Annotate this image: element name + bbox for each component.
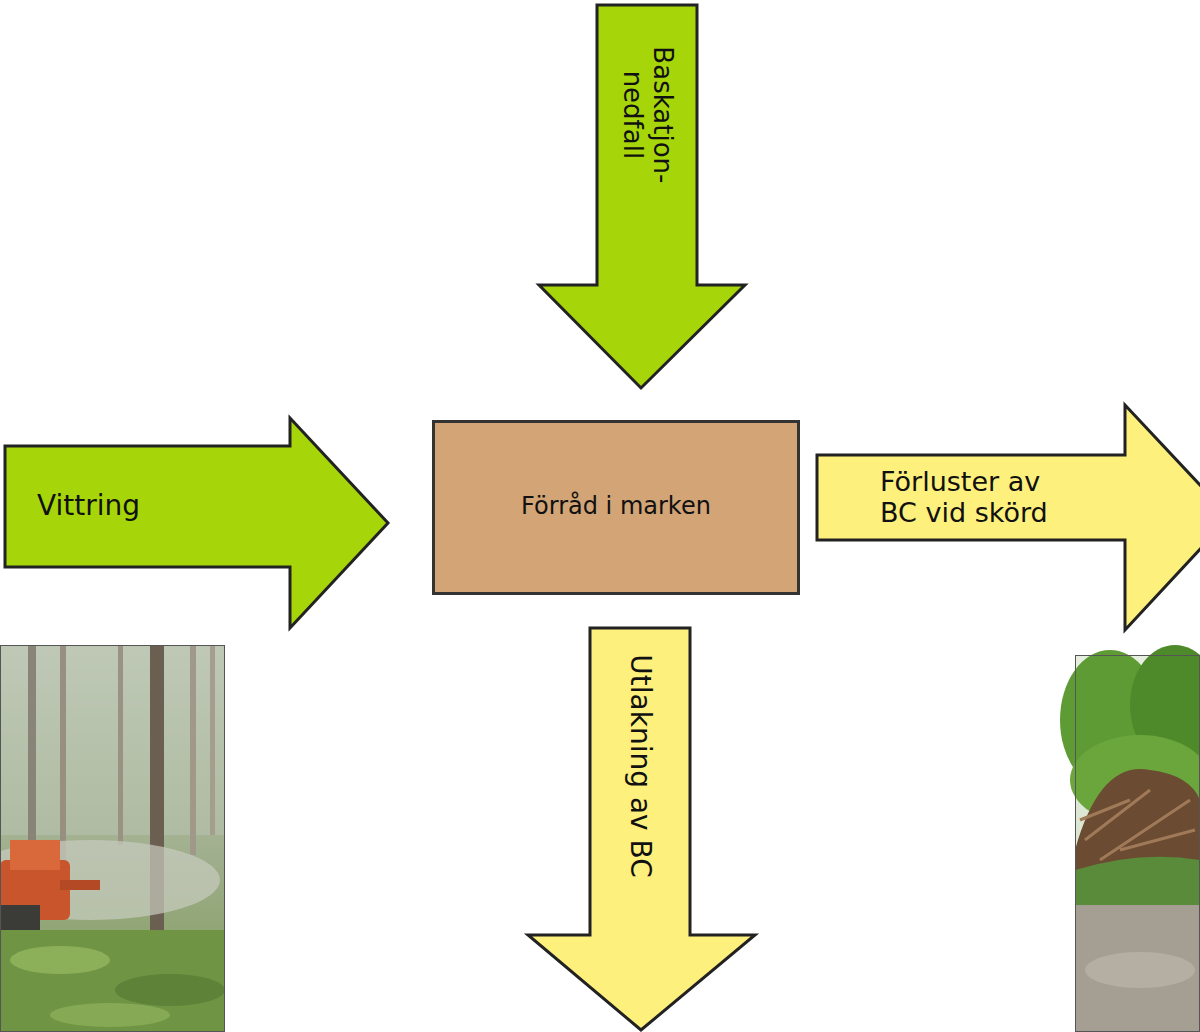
block-arrow-outline (539, 5, 745, 388)
block-arrow-outline (5, 418, 388, 628)
text-holder: Förluster av BC vid skörd (880, 466, 1065, 528)
text-holder: Utlakning av BC (624, 621, 656, 911)
block-arrow-shape (3, 416, 391, 630)
forest-photo (0, 645, 225, 1032)
text-holder: Vittring (37, 490, 277, 522)
text-holder: Förråd i marken (446, 493, 786, 521)
output-arrow: Förluster av BC vid skörd (815, 402, 1200, 632)
brush-pile-photo (1060, 645, 1200, 1032)
node-label: Förråd i marken (446, 493, 786, 521)
node-label: Baskatjon- nedfall (617, 25, 677, 205)
block-arrow-shape (537, 3, 747, 390)
input-arrow: Baskatjon- nedfall (537, 3, 747, 390)
storage-box: Förråd i marken (432, 420, 800, 595)
output-arrow: Utlakning av BC (526, 626, 758, 1032)
node-label: Utlakning av BC (624, 621, 656, 911)
node-label: Vittring (37, 490, 277, 522)
node-label: Förluster av BC vid skörd (880, 466, 1065, 528)
block-arrow-outline (817, 405, 1200, 630)
text-holder: Baskatjon- nedfall (617, 25, 677, 205)
input-arrow: Vittring (3, 416, 391, 630)
